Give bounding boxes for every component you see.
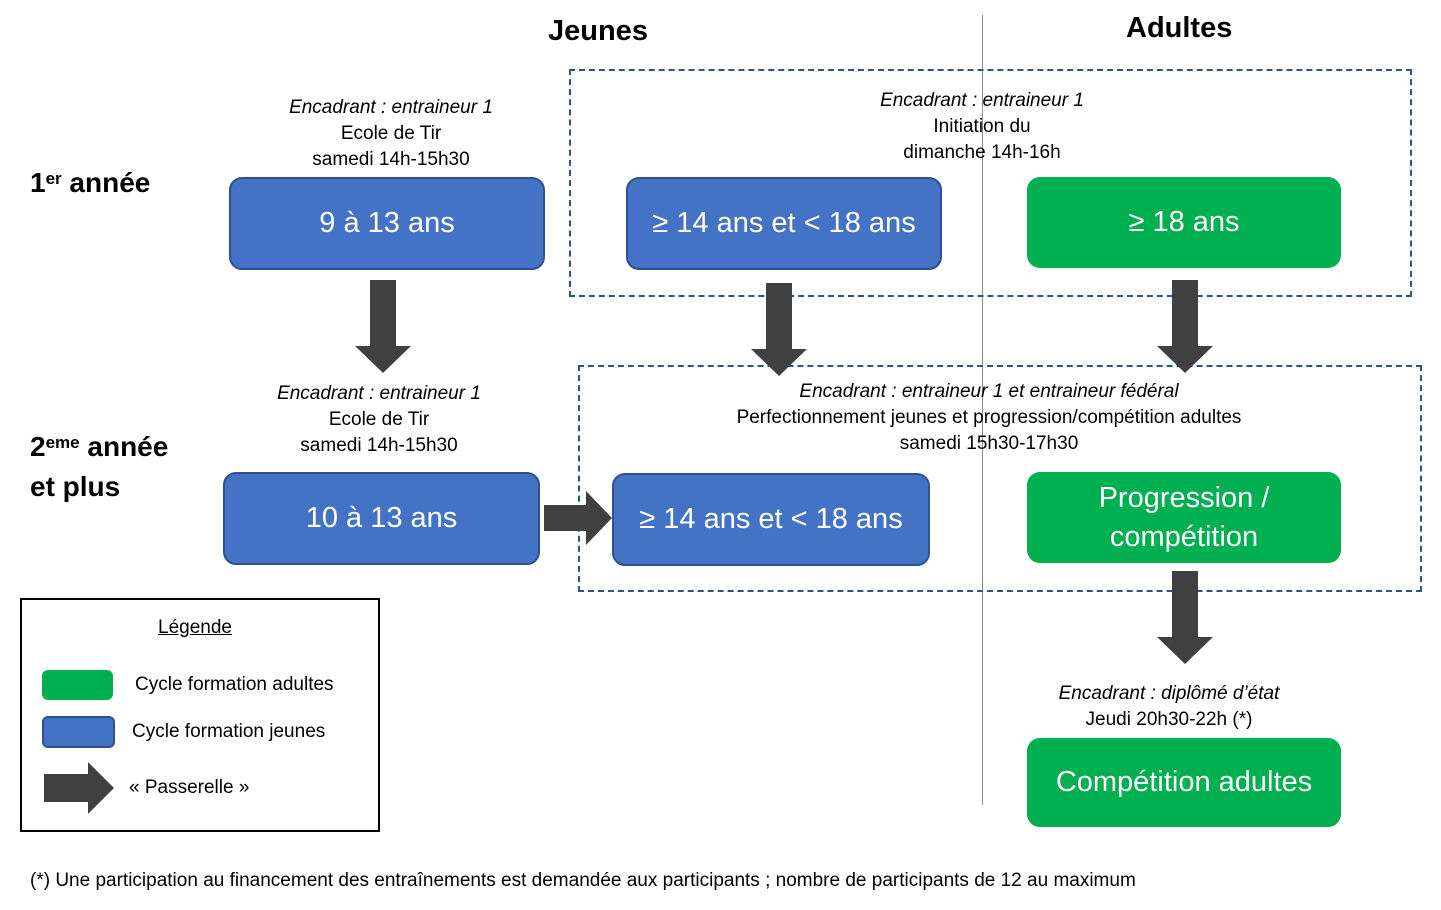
- legend-label-jeunes: Cycle formation jeunes: [132, 721, 326, 742]
- column-header-adultes: Adultes: [1126, 12, 1233, 44]
- legend-label-adultes: Cycle formation adultes: [135, 674, 334, 695]
- info-competition: Encadrant : diplômé d’état Jeudi 20h30-2…: [1058, 683, 1280, 730]
- info-ecole-de-tir-1: Encadrant : entraineur 1 Ecole de Tir sa…: [289, 97, 493, 170]
- initiation-group: [569, 69, 1412, 297]
- row-header-first-year: 1er année: [30, 167, 151, 198]
- info-initiation: Encadrant : entraineur 1 Initiation du d…: [880, 90, 1084, 163]
- perfectionnement-group: [578, 365, 1422, 592]
- box-progression-competition: Progression / compétition: [1027, 472, 1341, 563]
- box-competition-adultes: Compétition adultes: [1027, 738, 1341, 827]
- down-arrow-icon: [751, 283, 807, 376]
- box-18-ans: ≥ 18 ans: [1027, 177, 1341, 268]
- info-perfectionnement: Encadrant : entraineur 1 et entraineur f…: [736, 381, 1242, 454]
- box-14-18-ans-year1: ≥ 14 ans et < 18 ans: [626, 177, 942, 270]
- box-14-18-ans-year2: ≥ 14 ans et < 18 ans: [612, 473, 930, 566]
- box-9-13-ans: 9 à 13 ans: [229, 177, 545, 270]
- legend-swatch-jeunes: [42, 716, 115, 748]
- footnote: (*) Une participation au financement des…: [30, 870, 1136, 891]
- down-arrow-icon: [1157, 571, 1213, 664]
- legend-title: Légende: [158, 617, 232, 638]
- column-header-jeunes: Jeunes: [548, 15, 648, 47]
- legend-arrow-icon: [44, 762, 114, 814]
- box-10-13-ans: 10 à 13 ans: [223, 472, 540, 565]
- legend-label-passerelle: « Passerelle »: [129, 777, 250, 798]
- row-header-second-year: 2eme année et plus: [30, 431, 169, 502]
- down-arrow-icon: [355, 280, 411, 373]
- down-arrow-icon: [1157, 280, 1213, 373]
- legend: Légende Cycle formation adultes Cycle fo…: [20, 598, 380, 832]
- column-separator: [982, 15, 983, 805]
- info-ecole-de-tir-2: Encadrant : entraineur 1 Ecole de Tir sa…: [277, 383, 481, 456]
- legend-swatch-adultes: [42, 670, 113, 700]
- right-arrow-icon: [544, 491, 612, 545]
